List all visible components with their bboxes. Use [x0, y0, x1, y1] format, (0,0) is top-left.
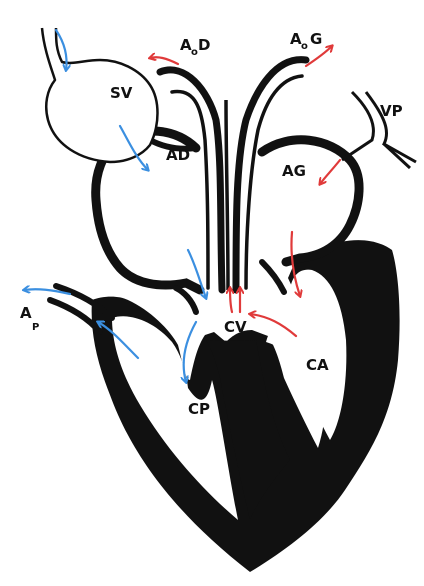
- svg-text:o: o: [301, 41, 308, 52]
- flow-arrow-vp-to-ag: [320, 160, 340, 184]
- sinus-venosus: [42, 28, 158, 162]
- label-ap: A P: [20, 304, 39, 333]
- flow-arrow-cv-up-left: [230, 288, 232, 312]
- label-vp: VP: [380, 102, 403, 120]
- label-cv: CV: [224, 318, 247, 336]
- svg-text:G: G: [310, 30, 322, 48]
- aorta-right-inner: [172, 92, 208, 288]
- svg-text:D: D: [198, 36, 210, 54]
- label-ag: AG: [282, 162, 306, 180]
- flow-arrow-aod-out: [150, 57, 178, 64]
- label-ca: CA: [306, 356, 329, 374]
- svg-text:P: P: [32, 322, 39, 333]
- tricuspid-valve: [176, 288, 196, 312]
- label-aog: A o G: [290, 30, 322, 52]
- flow-arrow-aog-out: [306, 46, 332, 66]
- label-ad: AD: [166, 146, 190, 164]
- label-cp: CP: [188, 400, 210, 418]
- svg-text:A: A: [20, 304, 32, 322]
- label-aod: A o D: [180, 36, 210, 58]
- pulmonary-vein-outer: [342, 92, 373, 160]
- svg-text:o: o: [191, 47, 198, 58]
- mitral-valve: [262, 262, 284, 292]
- label-sv: SV: [110, 84, 133, 102]
